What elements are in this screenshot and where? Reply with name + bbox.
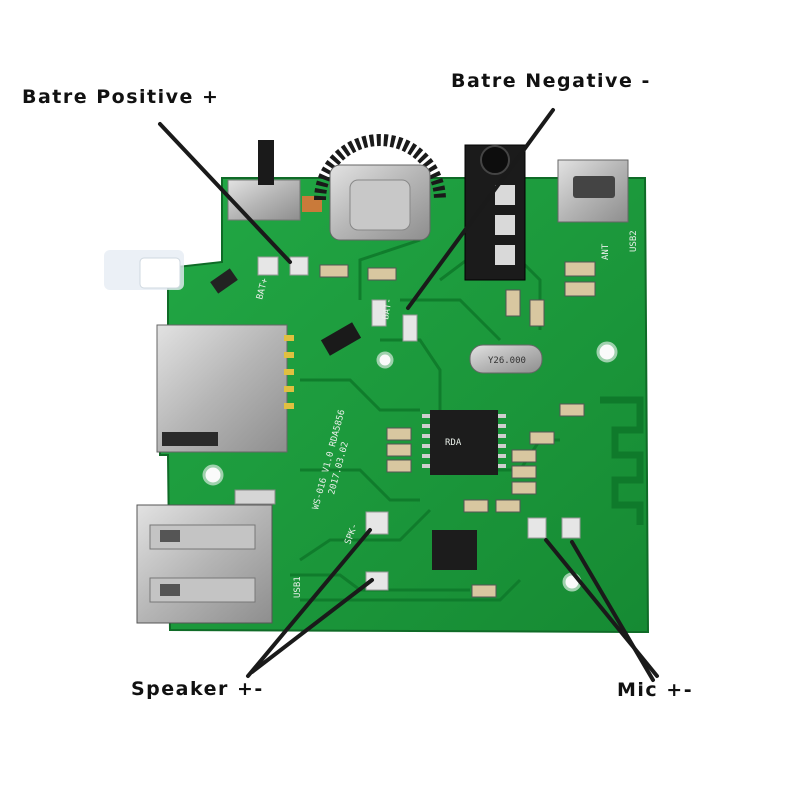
- callout-battery-positive: Batre Positive +: [22, 86, 220, 108]
- leader-battery-positive: [158, 122, 292, 264]
- silk-ant: ANT: [601, 243, 611, 260]
- leader-mic-2: [570, 540, 655, 682]
- pcb-board: [159, 177, 650, 634]
- main-ic: RDA: [422, 410, 506, 475]
- leader-speaker-2: [250, 578, 374, 674]
- silk-usb2: USB2: [629, 230, 639, 252]
- leader-speaker: [246, 528, 372, 678]
- silk-bat-minus: BAT-: [381, 297, 395, 320]
- callout-mic: Mic +-: [617, 679, 694, 701]
- led: [104, 250, 184, 290]
- amp-ic: [432, 530, 477, 570]
- callout-lines: [158, 108, 659, 682]
- silk-usb1: USB1: [293, 576, 303, 598]
- smd-parts: [210, 256, 596, 598]
- usb-a-port: [136, 504, 273, 624]
- audio-jack: [464, 144, 526, 281]
- chip-marking: RDA: [445, 438, 462, 448]
- crystal: Y26.000: [469, 344, 543, 374]
- crystal-marking: Y26.000: [488, 356, 526, 366]
- microsd-slot: [156, 324, 294, 453]
- callout-speaker: Speaker +-: [131, 678, 264, 700]
- leader-battery-negative: [406, 108, 555, 310]
- callout-battery-negative: Batre Negative -: [451, 70, 651, 92]
- micro-usb-port: [557, 159, 629, 223]
- volume-knob: [314, 134, 446, 241]
- slide-switch: [227, 140, 322, 221]
